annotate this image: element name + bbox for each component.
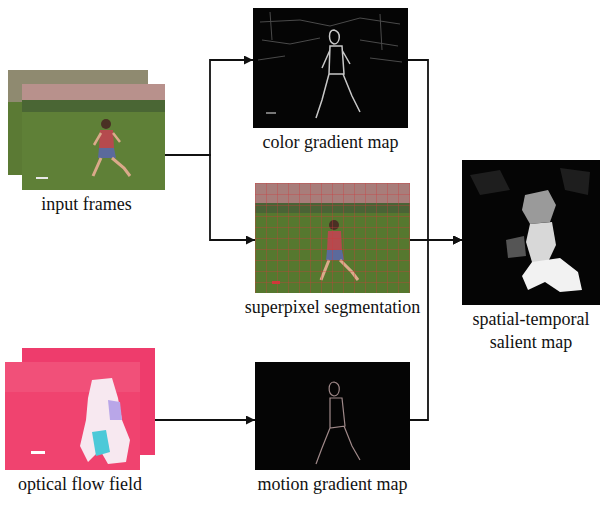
image-panel: input frames <box>8 70 165 190</box>
motion-gradient-picture <box>255 362 410 470</box>
salient-picture <box>462 160 600 305</box>
faint-region <box>470 168 590 195</box>
girl-head <box>101 119 111 129</box>
superpixel-picture <box>255 183 410 293</box>
image-caption: spatial-temporal salient map <box>456 308 606 353</box>
trees <box>22 100 165 112</box>
image-panel: superpixel segmentation <box>255 183 410 293</box>
grass <box>255 183 410 293</box>
dark-ground <box>462 160 600 305</box>
girl-figure <box>93 119 130 176</box>
marker-edge <box>266 112 276 114</box>
image-caption: optical flow field <box>16 473 144 496</box>
girl-shorts <box>98 148 116 158</box>
flow-patch <box>108 400 122 420</box>
front-frame <box>22 84 165 190</box>
flow-arrow <box>165 60 253 155</box>
field-marker <box>272 281 280 284</box>
image-caption: color gradient map <box>261 131 401 154</box>
dark-ground <box>253 8 408 128</box>
girl-arms <box>94 133 120 145</box>
flow-marker <box>31 451 45 454</box>
flow-arrow <box>155 419 255 421</box>
image-caption: motion gradient map <box>256 473 410 496</box>
head-region <box>522 190 556 224</box>
optical-flow-picture <box>5 348 155 470</box>
moving-figure <box>80 378 130 464</box>
legs-region <box>522 258 582 292</box>
faint-region <box>506 236 526 258</box>
grass <box>22 112 165 190</box>
flow-patch <box>92 430 110 456</box>
flow-band <box>5 362 140 392</box>
girl-shirt <box>99 130 114 148</box>
field-marker <box>36 177 48 179</box>
flow-arrow <box>410 240 462 420</box>
motion-outline <box>316 382 360 464</box>
flow-arrow <box>408 60 462 240</box>
input-frames-picture <box>8 70 165 190</box>
girl-outline <box>316 30 360 118</box>
image-caption: superpixel segmentation <box>243 296 422 319</box>
front-frame <box>5 362 140 470</box>
image-caption: input frames <box>39 193 133 216</box>
image-panel: spatial-temporal salient map <box>462 160 600 305</box>
image-panel: motion gradient map <box>255 362 410 470</box>
superpixel-grid <box>255 183 410 293</box>
color-gradient-picture <box>253 8 408 128</box>
image-panel: optical flow field <box>5 348 155 470</box>
image-panel: color gradient map <box>253 8 408 128</box>
dark-ground <box>255 362 410 470</box>
girl-legs <box>93 158 130 176</box>
flow-arrow <box>165 155 255 240</box>
body-region <box>526 222 556 262</box>
